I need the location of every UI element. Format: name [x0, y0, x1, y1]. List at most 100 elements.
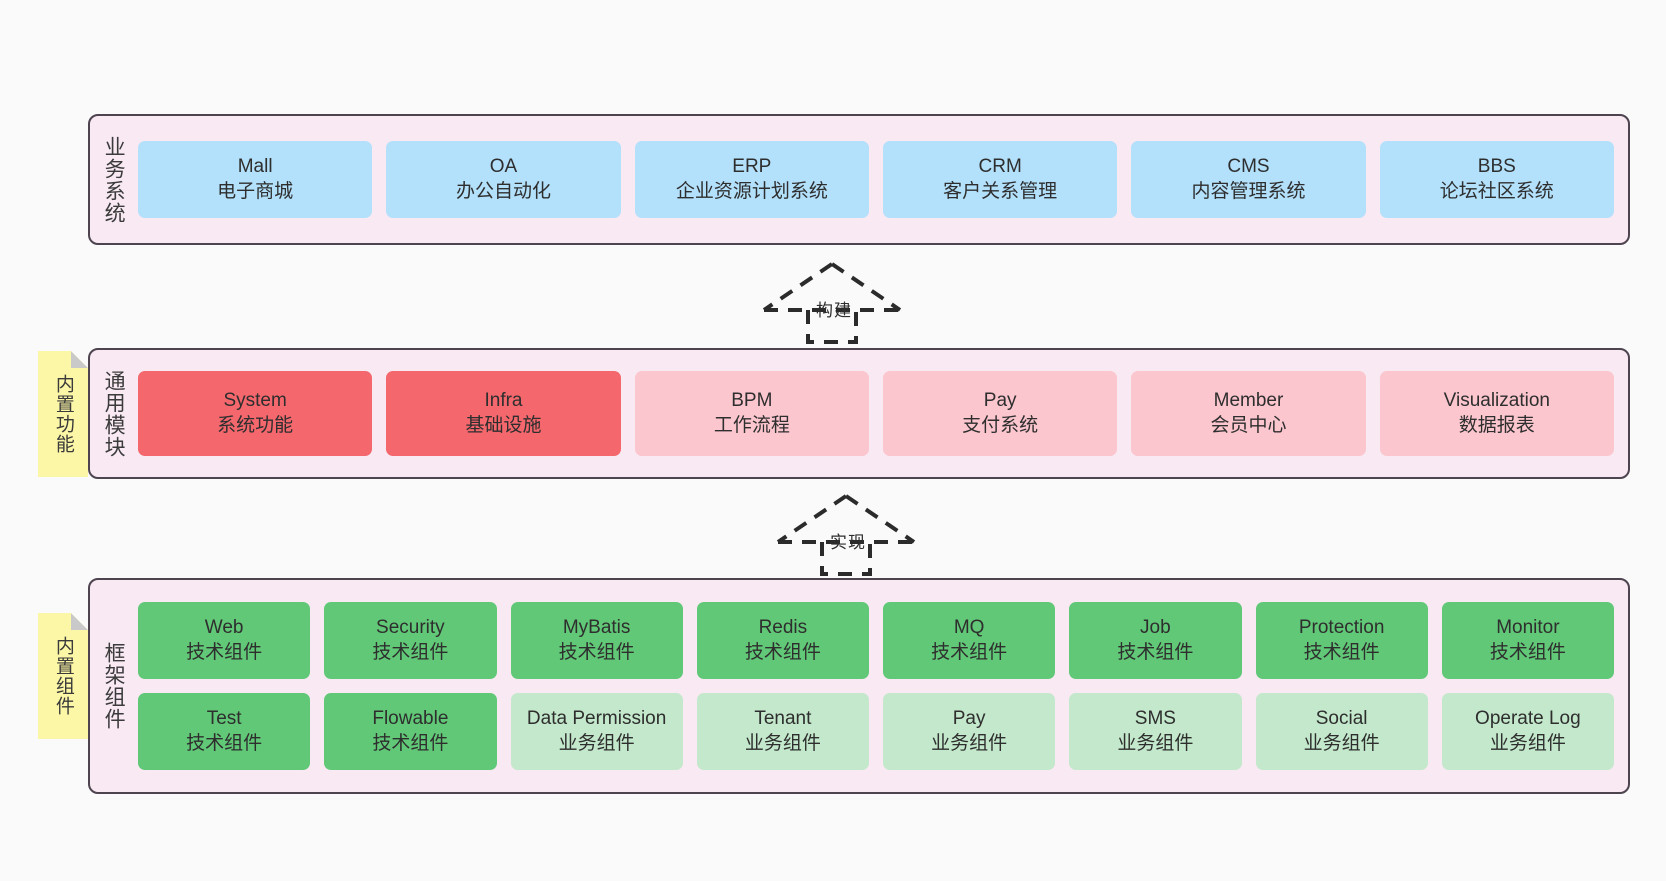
card-member[interactable]: Member 会员中心 [1131, 371, 1366, 456]
card-title: Visualization [1443, 390, 1550, 412]
card-mall[interactable]: Mall 电子商城 [138, 141, 373, 218]
card-security[interactable]: Security 技术组件 [324, 602, 497, 679]
card-subtitle: 业务组件 [744, 732, 821, 754]
layer-framework-component: 框架组件 Web 技术组件 Security 技术组件 MyBatis 技术组件… [88, 578, 1630, 794]
card-subtitle: 电子商城 [217, 180, 294, 202]
card-title: BPM [731, 390, 773, 412]
card-subtitle: 技术组件 [558, 641, 635, 663]
card-title: Protection [1298, 617, 1385, 639]
card-subtitle: 业务组件 [931, 732, 1008, 754]
card-subtitle: 支付系统 [962, 414, 1039, 436]
card-test[interactable]: Test 技术组件 [138, 693, 311, 770]
layer-label-common-module: 通用模块 [102, 369, 126, 458]
card-subtitle: 业务组件 [558, 732, 635, 754]
card-title: MQ [953, 617, 985, 639]
layer-body-common-module: System 系统功能 Infra 基础设施 BPM 工作流程 Pay 支付系统… [136, 350, 1628, 477]
card-bpm[interactable]: BPM 工作流程 [634, 371, 869, 456]
card-subtitle: 技术组件 [372, 641, 449, 663]
layer-body-business-system: Mall 电子商城 OA 办公自动化 ERP 企业资源计划系统 CRM 客户关系… [136, 116, 1628, 243]
card-title: Pay [952, 708, 986, 730]
card-title: System [223, 390, 287, 412]
card-row: Test 技术组件 Flowable 技术组件 Data Permission … [138, 693, 1614, 770]
dashed-generalization-arrow-icon [776, 494, 916, 576]
card-cms[interactable]: CMS 内容管理系统 [1131, 141, 1366, 218]
card-title: Member [1213, 390, 1284, 412]
card-system[interactable]: System 系统功能 [138, 371, 373, 456]
card-crm[interactable]: CRM 客户关系管理 [882, 141, 1118, 218]
card-data-permission[interactable]: Data Permission 业务组件 [510, 693, 683, 770]
card-mybatis[interactable]: MyBatis 技术组件 [510, 602, 683, 679]
card-monitor[interactable]: Monitor 技术组件 [1441, 602, 1614, 679]
card-flowable[interactable]: Flowable 技术组件 [324, 693, 497, 770]
card-job[interactable]: Job 技术组件 [1069, 602, 1242, 679]
card-subtitle: 技术组件 [186, 641, 263, 663]
card-visualization[interactable]: Visualization 数据报表 [1379, 371, 1614, 456]
card-pay[interactable]: Pay 支付系统 [882, 371, 1118, 456]
note-text: 内置功能 [52, 374, 74, 454]
card-subtitle: 技术组件 [1489, 641, 1566, 663]
card-sms[interactable]: SMS 业务组件 [1069, 693, 1242, 770]
card-subtitle: 技术组件 [931, 641, 1008, 663]
card-subtitle: 业务组件 [1303, 732, 1380, 754]
card-row: System 系统功能 Infra 基础设施 BPM 工作流程 Pay 支付系统… [138, 371, 1614, 456]
card-subtitle: 技术组件 [1117, 641, 1194, 663]
card-subtitle: 工作流程 [713, 414, 790, 436]
card-subtitle: 基础设施 [465, 414, 542, 436]
layer-business-system: 业务系统 Mall 电子商城 OA 办公自动化 ERP 企业资源计划系统 CRM [88, 114, 1630, 245]
card-subtitle: 技术组件 [1303, 641, 1380, 663]
card-row: Web 技术组件 Security 技术组件 MyBatis 技术组件 Redi… [138, 602, 1614, 679]
card-title: CMS [1227, 156, 1270, 178]
note-builtin-function: 内置功能 [38, 351, 88, 477]
card-title: Test [206, 708, 242, 730]
card-subtitle: 系统功能 [217, 414, 294, 436]
card-oa[interactable]: OA 办公自动化 [386, 141, 621, 218]
card-subtitle: 业务组件 [1489, 732, 1566, 754]
card-title: CRM [978, 156, 1022, 178]
card-erp[interactable]: ERP 企业资源计划系统 [634, 141, 869, 218]
layer-label-business-system: 业务系统 [102, 135, 126, 224]
card-subtitle: 技术组件 [186, 732, 263, 754]
card-tenant[interactable]: Tenant 业务组件 [696, 693, 869, 770]
layer-label-framework-component: 框架组件 [102, 642, 126, 730]
note-builtin-component: 内置组件 [38, 613, 88, 739]
card-title: OA [489, 156, 518, 178]
card-protection[interactable]: Protection 技术组件 [1255, 602, 1428, 679]
card-title: Data Permission [526, 708, 667, 730]
card-title: Flowable [372, 708, 449, 730]
layer-common-module: 通用模块 System 系统功能 Infra 基础设施 BPM 工作流程 Pay [88, 348, 1630, 479]
card-bbs[interactable]: BBS 论坛社区系统 [1379, 141, 1614, 218]
card-operate-log[interactable]: Operate Log 业务组件 [1441, 693, 1614, 770]
card-infra[interactable]: Infra 基础设施 [386, 371, 621, 456]
connector-build: 构建 [752, 258, 912, 344]
note-fold-corner-icon [71, 351, 88, 368]
connector-implement: 实现 [766, 490, 926, 576]
connector-label-implement: 实现 [830, 533, 866, 552]
card-subtitle: 企业资源计划系统 [675, 180, 828, 202]
card-title: Web [204, 617, 244, 639]
note-fold-corner-icon [71, 613, 88, 630]
card-title: Monitor [1496, 617, 1560, 639]
card-redis[interactable]: Redis 技术组件 [696, 602, 869, 679]
card-pay-business[interactable]: Pay 业务组件 [883, 693, 1056, 770]
card-title: Security [376, 617, 445, 639]
card-title: MyBatis [562, 617, 631, 639]
card-title: BBS [1477, 156, 1516, 178]
card-title: Infra [484, 390, 523, 412]
card-web[interactable]: Web 技术组件 [138, 602, 311, 679]
card-title: Operate Log [1475, 708, 1581, 730]
card-subtitle: 内容管理系统 [1191, 180, 1306, 202]
card-title: Pay [983, 390, 1017, 412]
card-title: Social [1315, 708, 1368, 730]
note-text: 内置组件 [52, 636, 74, 716]
card-subtitle: 论坛社区系统 [1439, 180, 1554, 202]
layer-body-framework-component: Web 技术组件 Security 技术组件 MyBatis 技术组件 Redi… [136, 580, 1628, 792]
card-title: Mall [237, 156, 273, 178]
card-title: Tenant [754, 708, 812, 730]
dashed-generalization-arrow-icon [762, 262, 902, 344]
card-subtitle: 数据报表 [1458, 414, 1535, 436]
card-title: SMS [1134, 708, 1176, 730]
card-mq[interactable]: MQ 技术组件 [883, 602, 1056, 679]
card-social[interactable]: Social 业务组件 [1255, 693, 1428, 770]
card-subtitle: 技术组件 [372, 732, 449, 754]
